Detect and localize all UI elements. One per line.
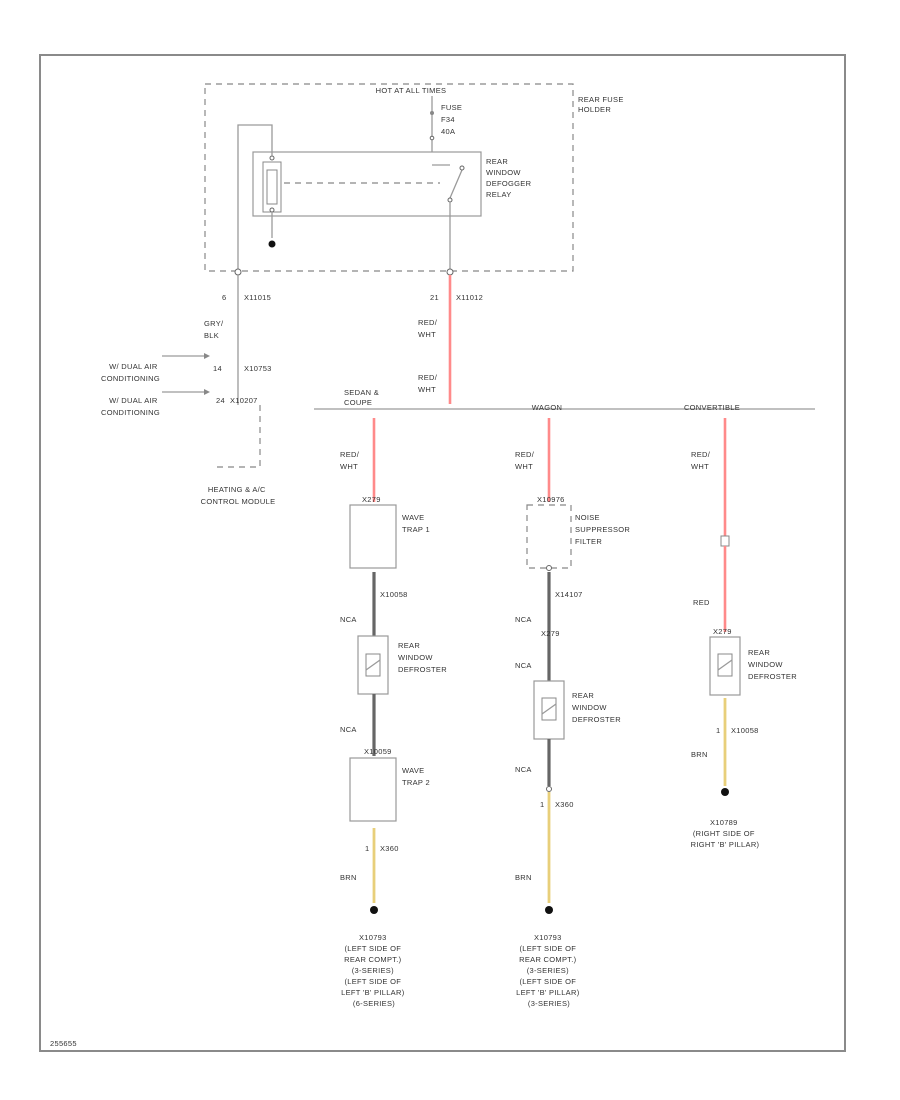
relay-switch-icon — [449, 169, 463, 199]
wagon-branch: RED/ WHT X10976 NOISE SUPPRESSOR FILTER … — [515, 418, 633, 1008]
pin-1-label: 1 — [365, 844, 369, 853]
wire-red-wht-label: RED/ WHT — [340, 450, 362, 471]
ground-location-label: X10793 (LEFT SIDE OF REAR COMPT.) (3-SER… — [516, 933, 582, 1008]
pin-24-label: 24 — [216, 396, 225, 405]
ground-location-label: X10793 (LEFT SIDE OF REAR COMPT.) (3-SER… — [341, 933, 407, 1008]
inline-connector-icon — [720, 535, 730, 547]
relay-component — [252, 151, 482, 270]
connector-x279-label: X279 — [713, 627, 732, 636]
pin-6-label: 6 — [222, 293, 226, 302]
connector-x10058-label: X10058 — [731, 726, 759, 735]
fuse-label: FUSE F34 40A — [441, 103, 465, 136]
wire-red-wht-label: RED/ WHT — [418, 373, 440, 394]
relay-label: REAR WINDOW DEFOGGER RELAY — [486, 157, 534, 199]
wo-dual-air-label: W/ DUAL AIR CONDITIONING — [101, 396, 160, 417]
w-dual-air-label: W/ DUAL AIR CONDITIONING — [101, 362, 160, 383]
defroster-label: REAR WINDOW DEFROSTER — [572, 691, 621, 724]
connector-x279-label: X279 — [362, 495, 381, 504]
defroster-label: REAR WINDOW DEFROSTER — [748, 648, 797, 681]
pin-14-label: 14 — [213, 364, 222, 373]
rear-window-defroster — [533, 680, 565, 740]
connector-x279-label: X279 — [541, 629, 560, 638]
fuse-holder-outline — [204, 83, 574, 272]
connector-x360-label: X360 — [380, 844, 399, 853]
pin-1-label: 1 — [716, 726, 720, 735]
wave-trap-1-label: WAVE TRAP 1 — [402, 513, 430, 534]
defroster-grid-icon — [365, 653, 381, 677]
control-circuit: 6 X11015 GRY/ BLK 14 X10753 24 X10207 W/… — [101, 268, 276, 506]
wire-nca-label: NCA — [515, 661, 532, 670]
wire-red-wht-label: RED/ WHT — [418, 318, 440, 339]
noise-suppressor-filter — [526, 504, 572, 569]
wire-nca-label: NCA — [340, 725, 357, 734]
arrow-right-icon — [204, 353, 210, 359]
connector-x10753-label: X10753 — [244, 364, 272, 373]
wire-red-wht-label: RED/ WHT — [691, 450, 713, 471]
connector-x11015-label: X11015 — [244, 293, 271, 302]
variant-sedan-coupe-label: SEDAN & COUPE — [344, 388, 381, 407]
fuse-holder-label: REAR FUSE HOLDER — [578, 95, 626, 114]
heating-ac-module-label: HEATING & A/C CONTROL MODULE — [201, 485, 276, 506]
ground-location-label: X10789 (RIGHT SIDE OF RIGHT 'B' PILLAR) — [691, 818, 760, 849]
wire-red-label: RED — [693, 598, 710, 607]
connector-x360-label: X360 — [555, 800, 574, 809]
wire-nca-label: NCA — [340, 615, 357, 624]
main-feed: 21 X11012 RED/ WHT RED/ WHT SEDAN & COUP… — [314, 268, 815, 412]
noise-filter-label: NOISE SUPPRESSOR FILTER — [575, 513, 633, 546]
sedan-coupe-branch: RED/ WHT X279 WAVE TRAP 1 X10058 NCA REA… — [340, 418, 447, 1008]
defroster-grid-icon — [717, 653, 733, 677]
wire-red-wht-label: RED/ WHT — [515, 450, 537, 471]
hot-at-all-times-label: HOT AT ALL TIMES — [376, 86, 447, 95]
wave-trap-2 — [349, 757, 397, 822]
connector-x10058-label: X10058 — [380, 590, 408, 599]
relay-ground-icon — [268, 240, 276, 248]
arrow-right-icon — [204, 389, 210, 395]
wire-brn-label: BRN — [340, 873, 357, 882]
figure-id: 255655 — [50, 1039, 77, 1048]
relay-body — [252, 151, 482, 217]
variant-wagon-label: WAGON — [532, 403, 562, 412]
connector-x10059-label: X10059 — [364, 747, 392, 756]
diagram-border — [39, 54, 846, 1052]
wave-trap-2-label: WAVE TRAP 2 — [402, 766, 430, 787]
ground-icon — [370, 906, 378, 914]
pin-1-label: 1 — [540, 800, 544, 809]
pin-21-label: 21 — [430, 293, 439, 302]
ground-icon — [721, 788, 729, 796]
connector-x10976-label: X10976 — [537, 495, 565, 504]
variant-convertible-label: CONVERTIBLE — [684, 403, 740, 412]
wave-trap-1 — [349, 504, 397, 569]
connector-x10207-label: X10207 — [230, 396, 258, 405]
defroster-label: REAR WINDOW DEFROSTER — [398, 641, 447, 674]
wire-brn-label: BRN — [691, 750, 708, 759]
connector-x11012-label: X11012 — [456, 293, 483, 302]
wire-brn-label: BRN — [515, 873, 532, 882]
rear-fuse-holder: HOT AT ALL TIMES REAR FUSE HOLDER FUSE F… — [204, 83, 626, 272]
fuse-f34-icon — [430, 111, 434, 115]
wire-nca-label: NCA — [515, 765, 532, 774]
defroster-grid-icon — [541, 697, 557, 721]
wire-nca-label: NCA — [515, 615, 532, 624]
connector-x14107-label: X14107 — [555, 590, 583, 599]
convertible-branch: RED/ WHT RED X279 REAR WINDOW DEFROSTER … — [691, 418, 797, 849]
wire-gry-blk-label: GRY/ BLK — [204, 319, 226, 340]
ground-icon — [545, 906, 553, 914]
rear-window-defroster — [709, 636, 741, 696]
